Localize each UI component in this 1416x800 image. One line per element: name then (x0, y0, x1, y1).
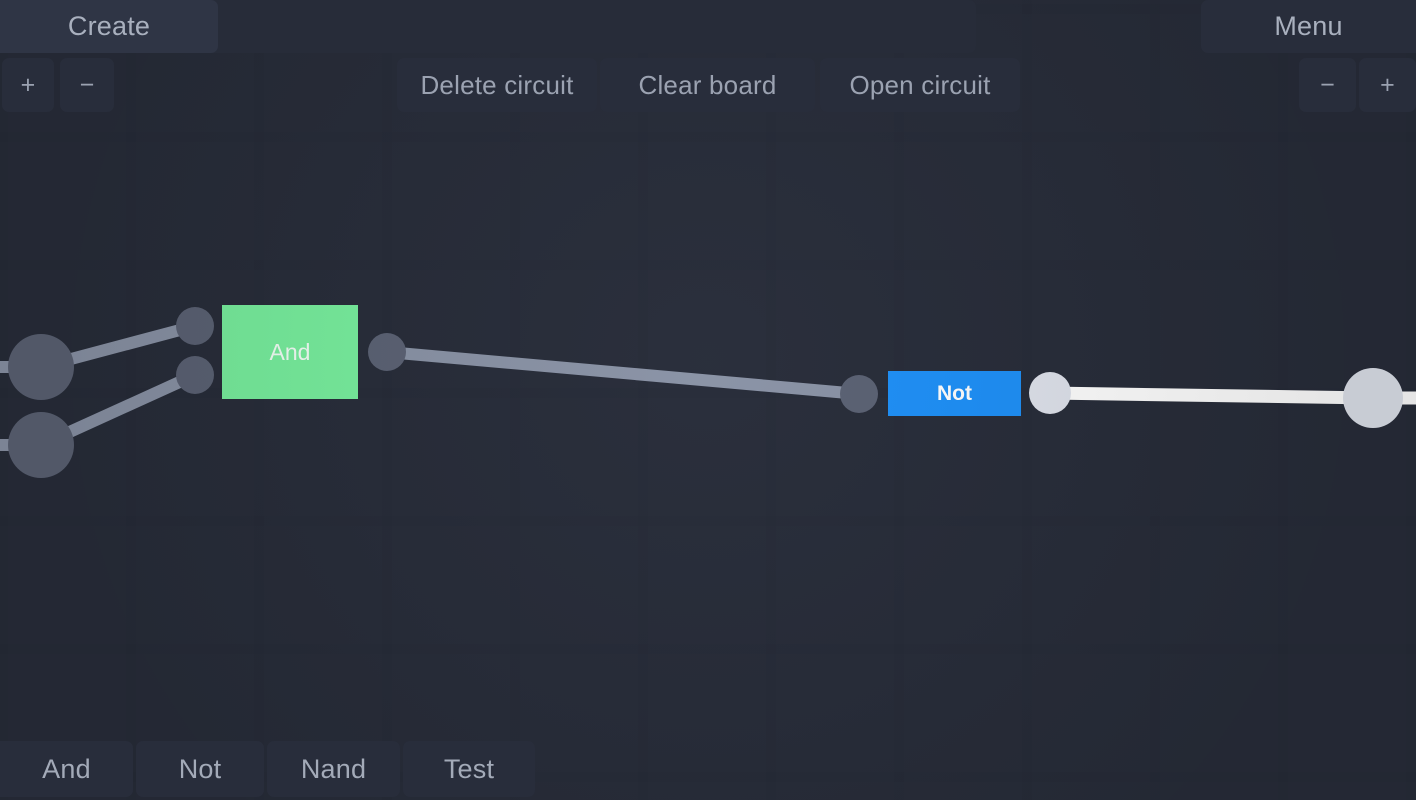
create-button[interactable]: Create (0, 0, 218, 53)
top-toolbar: Create Menu + − Delete circuit Clear boa… (0, 0, 1416, 112)
gate-and[interactable]: And (222, 305, 358, 399)
node-and-in-1[interactable] (176, 307, 214, 345)
node-not-out[interactable] (1029, 372, 1071, 414)
wire[interactable] (386, 346, 860, 400)
palette-item-and[interactable]: And (0, 741, 133, 797)
node-and-in-2[interactable] (176, 356, 214, 394)
palette-item-test[interactable]: Test (403, 741, 535, 797)
gate-and-label: And (269, 338, 311, 365)
node-in-b[interactable] (8, 412, 74, 478)
zoom-in-button-left[interactable]: + (2, 58, 54, 112)
delete-circuit-button[interactable]: Delete circuit (397, 58, 597, 112)
wire[interactable] (1049, 386, 1374, 405)
node-in-a[interactable] (8, 334, 74, 400)
node-out-sink[interactable] (1343, 368, 1403, 428)
node-and-out[interactable] (368, 333, 406, 371)
gate-palette: And Not Nand Test (0, 738, 1416, 800)
menu-button[interactable]: Menu (1201, 0, 1416, 53)
zoom-out-button-left[interactable]: − (60, 58, 114, 112)
zoom-in-button-right[interactable]: + (1359, 58, 1416, 112)
palette-item-not[interactable]: Not (136, 741, 264, 797)
clear-board-button[interactable]: Clear board (600, 58, 815, 112)
palette-item-nand[interactable]: Nand (267, 741, 400, 797)
zoom-out-button-right[interactable]: − (1299, 58, 1356, 112)
gate-not[interactable]: Not (888, 371, 1021, 416)
node-not-in[interactable] (840, 375, 878, 413)
gate-not-label: Not (937, 381, 972, 405)
open-circuit-button[interactable]: Open circuit (820, 58, 1020, 112)
